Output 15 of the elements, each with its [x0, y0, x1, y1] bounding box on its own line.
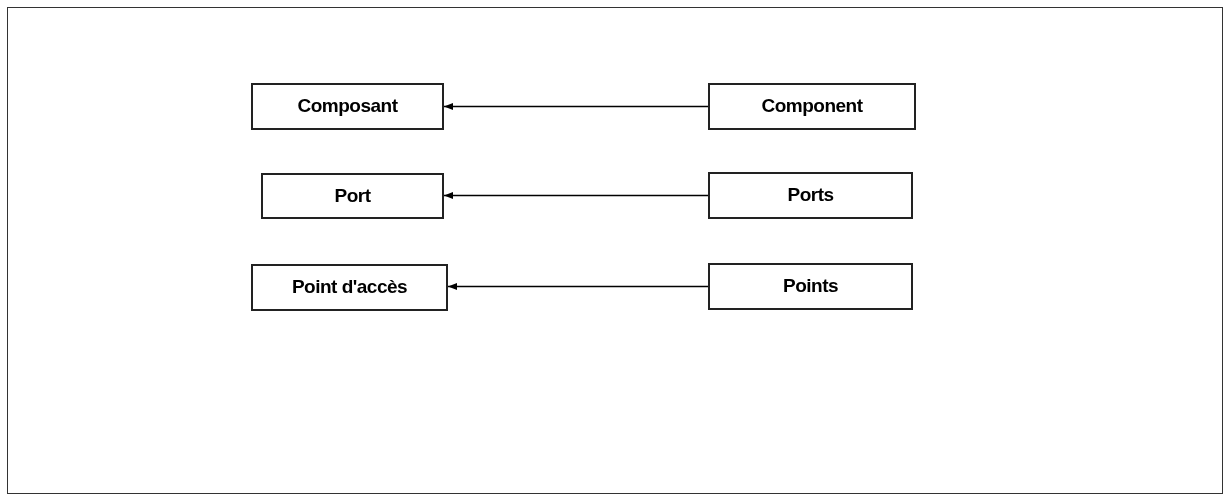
term-box	[261, 173, 444, 219]
term-box	[251, 83, 444, 130]
term-box	[708, 83, 916, 130]
term-text: Ports	[787, 183, 834, 208]
term-text: Composant	[297, 94, 398, 119]
term-text: Port	[334, 183, 371, 208]
arrow	[443, 102, 709, 111]
term-box	[708, 263, 913, 310]
term-box	[708, 172, 913, 219]
arrow	[447, 282, 709, 291]
term-box	[251, 264, 448, 311]
term-text: Component	[761, 94, 863, 119]
term-text: Points	[782, 274, 839, 299]
arrow	[443, 191, 709, 200]
term-text: Point d'accès	[291, 275, 408, 300]
